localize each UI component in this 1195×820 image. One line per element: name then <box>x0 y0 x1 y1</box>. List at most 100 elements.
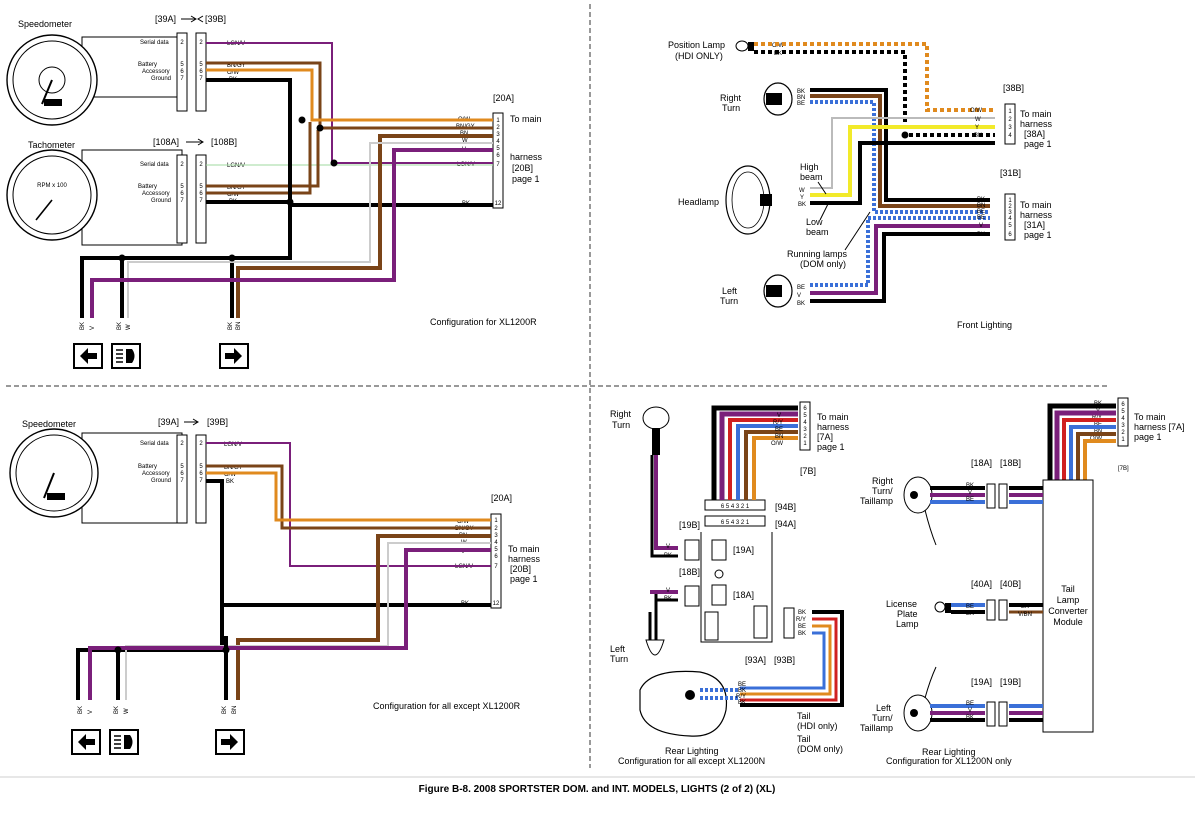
speedometer-module <box>81 432 183 524</box>
svg-text:page 1: page 1 <box>1024 139 1052 149</box>
svg-text:7: 7 <box>180 76 184 82</box>
svg-text:(HDI only): (HDI only) <box>797 721 838 731</box>
svg-text:R/Y: R/Y <box>796 617 806 623</box>
svg-text:V: V <box>666 588 670 594</box>
connector-94b <box>704 499 766 511</box>
svg-text:[20B]: [20B] <box>510 564 531 574</box>
svg-text:2: 2 <box>1008 117 1012 123</box>
svg-text:Tail: Tail <box>797 711 811 721</box>
svg-text:[19A]: [19A] <box>733 545 754 555</box>
svg-text:Taillamp: Taillamp <box>860 496 893 506</box>
svg-text:BN: BN <box>236 322 242 330</box>
svg-text:BK: BK <box>114 706 120 714</box>
svg-text:BN/GY: BN/GY <box>227 63 246 69</box>
n-connector-7b <box>1117 397 1129 447</box>
svg-text:5: 5 <box>1008 223 1012 229</box>
svg-text:Turn/: Turn/ <box>872 486 893 496</box>
svg-text:4: 4 <box>494 540 498 546</box>
connector-20a <box>492 112 504 209</box>
svg-text:Tail: Tail <box>797 734 811 744</box>
svg-text:Right: Right <box>720 93 742 103</box>
svg-text:BE: BE <box>775 427 783 433</box>
svg-text:[19A]: [19A] <box>971 677 992 687</box>
svg-text:Turn/: Turn/ <box>872 713 893 723</box>
connector-39a <box>176 32 188 112</box>
svg-text:6: 6 <box>180 191 184 197</box>
svg-text:[94A]: [94A] <box>775 519 796 529</box>
svg-text:Turn: Turn <box>610 654 628 664</box>
connector-94a <box>704 515 766 527</box>
svg-text:BN/GY: BN/GY <box>224 465 243 471</box>
connector-7b <box>799 401 811 451</box>
svg-text:BN: BN <box>797 95 805 101</box>
svg-text:BE: BE <box>966 604 974 610</box>
svg-text:BE: BE <box>738 682 746 688</box>
connector-18b <box>684 585 700 607</box>
svg-text:1: 1 <box>1121 437 1125 443</box>
svg-text:2: 2 <box>494 526 498 532</box>
svg-text:Speedometer: Speedometer <box>22 419 76 429</box>
svg-text:[38A]: [38A] <box>1024 129 1045 139</box>
svg-text:harness: harness <box>510 152 543 162</box>
tachometer-gauge <box>6 149 98 241</box>
svg-text:BK: BK <box>797 301 805 307</box>
svg-text:7: 7 <box>199 478 203 484</box>
svg-text:To main: To main <box>1020 109 1052 119</box>
svg-text:6 5 4 3 2 1: 6 5 4 3 2 1 <box>721 520 750 526</box>
svg-text:harness [7A]: harness [7A] <box>1134 422 1185 432</box>
svg-text:12: 12 <box>493 601 500 607</box>
svg-text:O/W: O/W <box>771 441 783 447</box>
svg-text:[19B]: [19B] <box>679 520 700 530</box>
svg-text:BK: BK <box>222 706 228 714</box>
svg-text:BK: BK <box>798 610 806 616</box>
wire-v <box>90 148 493 318</box>
svg-text:(HDI ONLY): (HDI ONLY) <box>675 51 723 61</box>
svg-text:To main: To main <box>817 412 849 422</box>
svg-text:2: 2 <box>1008 204 1012 210</box>
svg-text:page 1: page 1 <box>510 574 538 584</box>
svg-text:[39A]: [39A] <box>158 417 179 427</box>
svg-text:[20B]: [20B] <box>512 163 533 173</box>
svg-text:[39B]: [39B] <box>207 417 228 427</box>
svg-text:BE: BE <box>977 209 985 215</box>
svg-text:3: 3 <box>1008 210 1012 216</box>
svg-text:Left: Left <box>610 644 626 654</box>
svg-text:[7B]: [7B] <box>1118 466 1129 472</box>
svg-text:V: V <box>797 293 801 299</box>
svg-text:V/BN: V/BN <box>1018 612 1032 618</box>
svg-text:BK: BK <box>117 322 123 330</box>
config-label: Configuration for XL1200R <box>430 317 537 327</box>
svg-text:Converter: Converter <box>1048 606 1088 616</box>
svg-text:BK: BK <box>738 688 746 694</box>
svg-text:6 5 4 3 2 1: 6 5 4 3 2 1 <box>721 504 750 510</box>
svg-text:BN: BN <box>977 203 985 209</box>
svg-text:5: 5 <box>199 184 203 190</box>
connector-label: [20A] <box>493 93 514 103</box>
svg-text:[18A]: [18A] <box>733 590 754 600</box>
svg-text:7: 7 <box>199 198 203 204</box>
svg-text:harness: harness <box>1020 119 1053 129</box>
svg-text:6: 6 <box>494 554 498 560</box>
svg-text:BK: BK <box>977 197 985 203</box>
svg-text:Y: Y <box>975 125 979 131</box>
svg-text:6: 6 <box>1121 402 1125 408</box>
connector-label: [39B] <box>205 14 226 24</box>
svg-text:5: 5 <box>199 464 203 470</box>
svg-text:3: 3 <box>494 533 498 539</box>
svg-text:BK: BK <box>966 483 974 489</box>
svg-text:harness: harness <box>508 554 541 564</box>
wire-lgn-v <box>206 42 493 164</box>
svg-text:Turn: Turn <box>720 296 738 306</box>
svg-text:2: 2 <box>199 441 203 447</box>
svg-text:BK: BK <box>977 232 985 238</box>
svg-text:[18A]: [18A] <box>971 458 992 468</box>
pin-label: Accessory <box>142 69 170 75</box>
svg-text:O/W: O/W <box>227 192 239 198</box>
figure-caption: Figure B-8. 2008 SPORTSTER DOM. and INT.… <box>419 784 776 795</box>
connector-label: [108A] <box>153 137 179 147</box>
svg-text:BE: BE <box>977 215 985 221</box>
svg-text:3: 3 <box>1121 423 1125 429</box>
svg-text:LGN/V: LGN/V <box>224 442 242 448</box>
svg-text:[93A]: [93A] <box>745 655 766 665</box>
speedometer-label: Speedometer <box>18 19 72 29</box>
